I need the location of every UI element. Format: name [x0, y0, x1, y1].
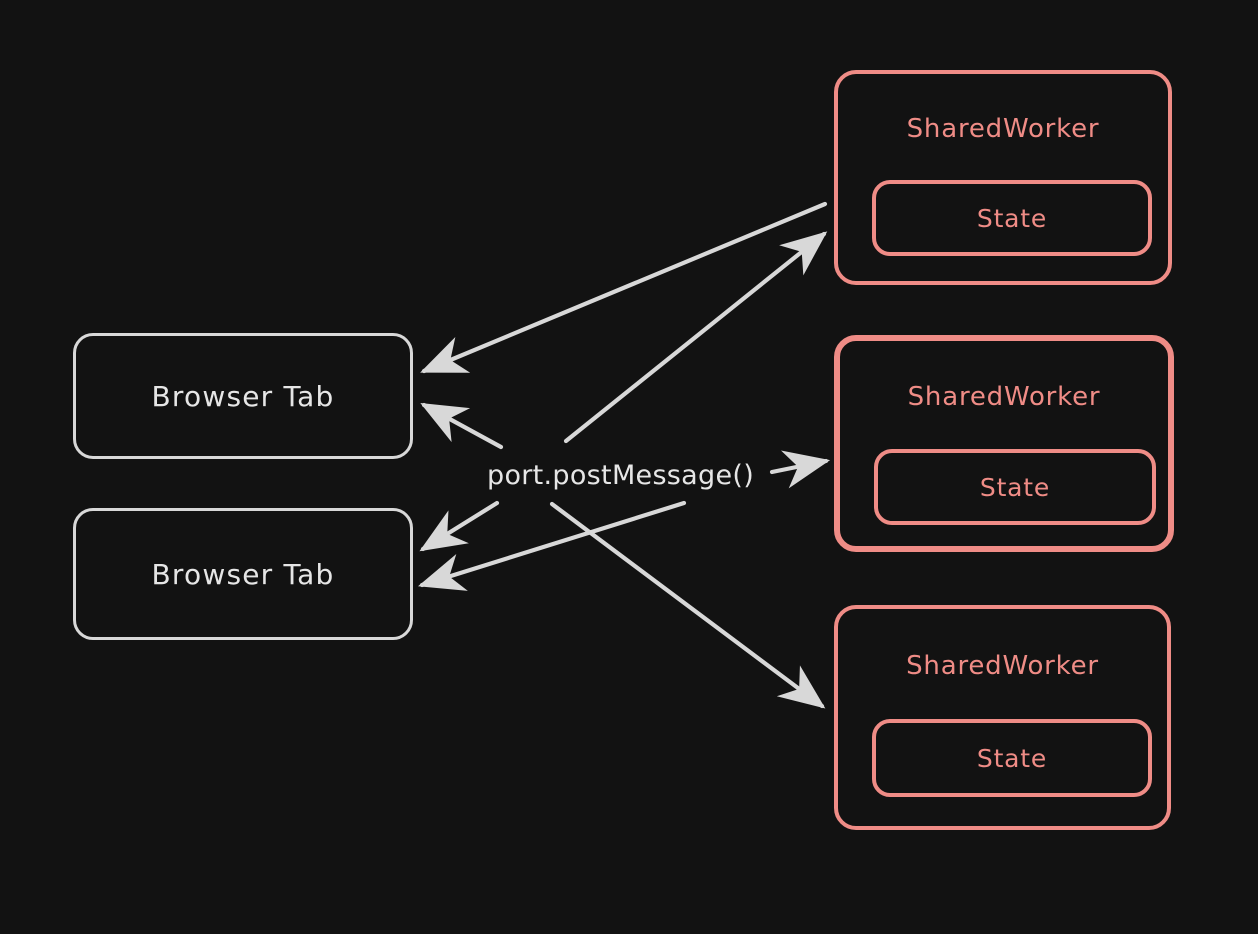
state-box-1[interactable]: State [872, 180, 1152, 256]
shared-worker-2-title: SharedWorker [907, 382, 1101, 412]
node-shared-worker-3[interactable]: SharedWorker State [834, 605, 1171, 830]
node-browser-tab-1[interactable]: Browser Tab [73, 333, 413, 459]
edge-worker1-to-tab1 [420, 201, 828, 374]
state-box-2[interactable]: State [874, 449, 1156, 525]
edge-hub-to-worker1 [563, 231, 828, 444]
state-1-label: State [976, 203, 1048, 233]
shared-worker-1-title: SharedWorker [906, 114, 1100, 144]
state-2-label: State [979, 472, 1051, 502]
edge-hub-to-tab2 [419, 500, 500, 552]
browser-tab-2-label: Browser Tab [151, 557, 335, 591]
edge-hub-to-tab1 [420, 402, 504, 450]
edge-worker2-to-tab2 [417, 500, 687, 591]
state-3-label: State [976, 743, 1048, 773]
edge-hub-to-worker3 [549, 501, 826, 709]
edge-label-post-message: port.postMessage() [481, 458, 761, 493]
node-shared-worker-1[interactable]: SharedWorker State [834, 70, 1172, 285]
edge-hub-to-worker2 [769, 450, 831, 489]
shared-worker-3-title: SharedWorker [906, 651, 1099, 681]
browser-tab-1-label: Browser Tab [151, 379, 335, 413]
state-box-3[interactable]: State [872, 719, 1152, 797]
node-browser-tab-2[interactable]: Browser Tab [73, 508, 413, 640]
node-shared-worker-2[interactable]: SharedWorker State [834, 335, 1174, 552]
